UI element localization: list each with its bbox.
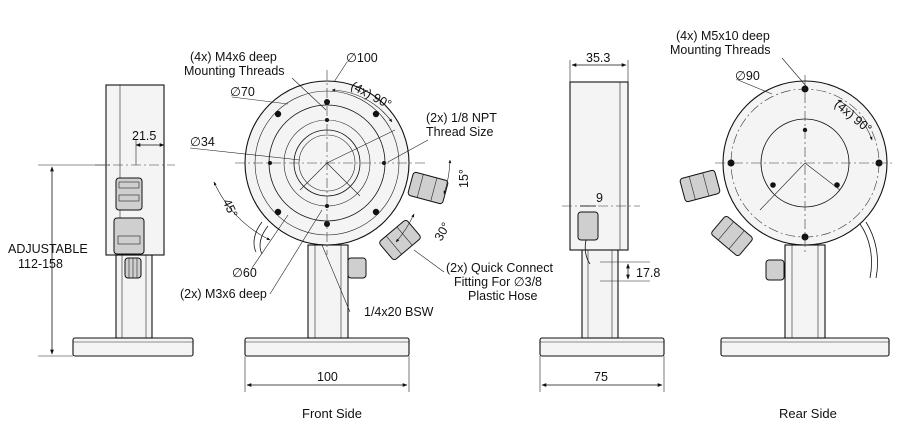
dim-35-3: 35.3 bbox=[586, 51, 610, 65]
m5-callout-2: Mounting Threads bbox=[670, 43, 771, 57]
npt-callout-1: (2x) 1/8 NPT bbox=[426, 111, 497, 125]
rear-arc-4x90 bbox=[837, 99, 873, 141]
bsw-callout: 1/4x20 BSW bbox=[364, 305, 434, 319]
dim-21-5: 21.5 bbox=[132, 129, 156, 143]
right-base bbox=[539, 337, 665, 357]
adjustable-label: ADJUSTABLE bbox=[8, 242, 88, 256]
qc-callout-3: Plastic Hose bbox=[468, 289, 538, 303]
rear-view: (4x) 90° ∅90 (4x) M5x10 deep Mounting Th… bbox=[670, 29, 895, 421]
right-post bbox=[581, 247, 619, 339]
front-fitting-bottom bbox=[379, 219, 421, 261]
right-side-view: 35.3 9 17.8 75 bbox=[539, 51, 665, 392]
front-caption: Front Side bbox=[302, 406, 362, 421]
m4-callout-1: (4x) M4x6 deep bbox=[190, 50, 277, 64]
rear-caption: Rear Side bbox=[779, 406, 837, 421]
arc-45 bbox=[213, 181, 271, 241]
front-base bbox=[244, 337, 410, 357]
arc-15 bbox=[443, 159, 452, 195]
npt-callout-2: Thread Size bbox=[426, 125, 493, 139]
dia-100: ∅100 bbox=[346, 51, 378, 65]
adjustable-range: 112-158 bbox=[18, 257, 63, 271]
rear-hose bbox=[859, 223, 872, 279]
angle-15: 15° bbox=[457, 169, 471, 188]
dia-34: ∅34 bbox=[190, 135, 215, 149]
front-hose-left bbox=[253, 221, 263, 253]
dia-70: ∅70 bbox=[230, 85, 255, 99]
rear-fitting-bottom bbox=[711, 215, 753, 257]
front-view: 45° 15° 30° (4x) 90° ∅100 ∅70 ∅34 ∅60 (4… bbox=[180, 50, 554, 421]
m3-callout: (2x) M3x6 deep bbox=[180, 287, 267, 301]
front-knob bbox=[347, 257, 367, 279]
angle-30: 30° bbox=[432, 220, 454, 243]
dia-90: ∅90 bbox=[735, 69, 760, 83]
left-fitting-top bbox=[115, 177, 143, 211]
dim-9: 9 bbox=[596, 191, 603, 205]
rear-knob bbox=[765, 259, 785, 281]
qc-callout-2: Fitting For ∅3/8 bbox=[454, 275, 542, 289]
front-fitting-right bbox=[407, 171, 449, 205]
rear-base bbox=[720, 337, 890, 357]
arc-4x90 bbox=[331, 88, 393, 123]
dim-17-8: 17.8 bbox=[636, 266, 660, 280]
right-fitting bbox=[577, 211, 599, 241]
side-base-width: 75 bbox=[594, 370, 608, 384]
m5-callout-1: (4x) M5x10 deep bbox=[676, 29, 770, 43]
rear-post bbox=[784, 244, 826, 339]
qc-callout-1: (2x) Quick Connect bbox=[446, 261, 554, 275]
left-base bbox=[72, 337, 194, 357]
dia-60: ∅60 bbox=[232, 266, 257, 280]
arc-30 bbox=[395, 213, 415, 243]
m4-callout-2: Mounting Threads bbox=[184, 64, 285, 78]
rear-fitting-left bbox=[679, 169, 721, 203]
left-side-view: 21.5 ADJUSTABLE 112-158 bbox=[8, 84, 194, 357]
front-base-width: 100 bbox=[317, 370, 338, 384]
